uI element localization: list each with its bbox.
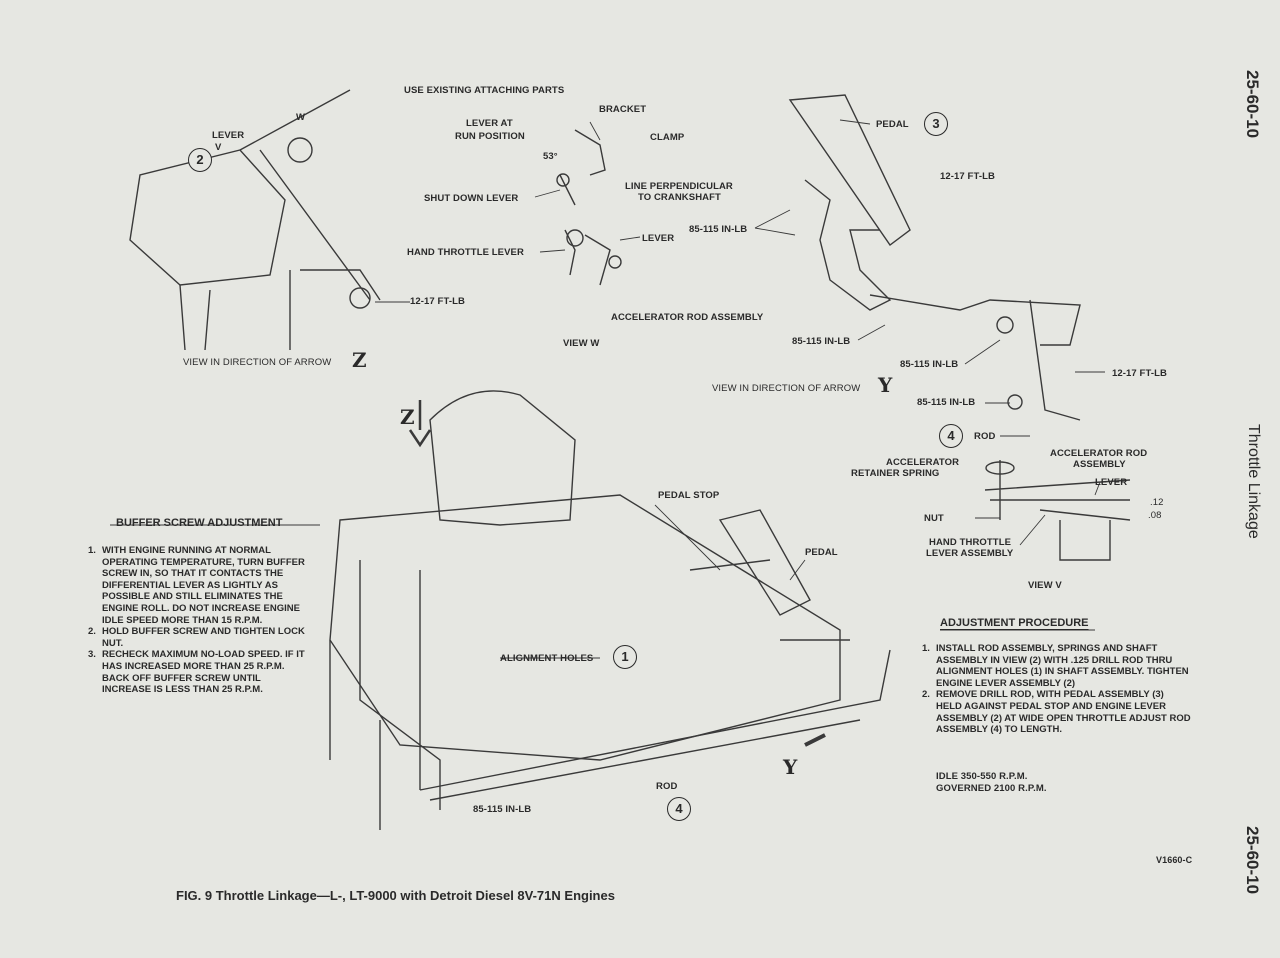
buffer-screw-heading: BUFFER SCREW ADJUSTMENT xyxy=(116,517,283,529)
adjustment-steps: 1. INSTALL ROD ASSEMBLY, SPRINGS AND SHAF… xyxy=(922,643,1192,736)
label-rod-main: ROD xyxy=(656,781,678,792)
label-v: V xyxy=(215,142,222,153)
main-view-sketch xyxy=(329,390,891,830)
callout-4-main: 4 xyxy=(667,797,691,821)
step-number: 1. xyxy=(922,643,930,654)
buffer-step: 1. WITH ENGINE RUNNING AT NORMAL OPERATIN… xyxy=(88,545,308,626)
arrow-letter-z: Z xyxy=(352,348,367,372)
callout-2: 2 xyxy=(188,148,212,172)
label-bracket: BRACKET xyxy=(599,104,647,115)
label-accelerator: ACCELERATOR xyxy=(886,457,960,468)
view-v-sketch xyxy=(984,460,1131,561)
buffer-screw-steps: 1. WITH ENGINE RUNNING AT NORMAL OPERATIN… xyxy=(88,545,308,696)
view-y-title: VIEW IN DIRECTION OF ARROW xyxy=(712,383,861,394)
label-torque-y6: 85-115 IN-LB xyxy=(917,397,976,408)
adjustment-heading: ADJUSTMENT PROCEDURE xyxy=(940,617,1089,629)
label-assembly-v: ASSEMBLY xyxy=(1073,459,1126,470)
step-number: 1. xyxy=(88,545,96,556)
arrow-letter-z-main: Z xyxy=(400,405,415,429)
label-accel-rod-v: ACCELERATOR ROD xyxy=(1050,448,1148,459)
label-accel-rod: ACCELERATOR ROD ASSEMBLY xyxy=(611,312,764,323)
label-shut-down-lever: SHUT DOWN LEVER xyxy=(424,193,519,204)
label-clamp: CLAMP xyxy=(650,132,685,143)
step-text: INSTALL ROD ASSEMBLY, SPRINGS AND SHAFT … xyxy=(936,643,1189,689)
callout-4: 4 xyxy=(939,424,963,448)
label-lever-v: LEVER xyxy=(1095,477,1128,488)
label-nut: NUT xyxy=(924,513,944,524)
buffer-step: 3. RECHECK MAXIMUM NO-LOAD SPEED. IF IT H… xyxy=(88,649,308,695)
label-hand-throttle: HAND THROTTLE LEVER xyxy=(407,247,524,258)
label-alignment-holes: ALIGNMENT HOLES xyxy=(500,653,594,664)
label-torque: 12-17 FT-LB xyxy=(410,296,465,307)
figure-code: V1660-C xyxy=(1156,855,1193,865)
leader-lines xyxy=(110,119,1105,659)
label-lever-assembly-v: LEVER ASSEMBLY xyxy=(926,548,1014,559)
view-y-sketch xyxy=(788,94,1081,421)
label-angle: 53° xyxy=(543,151,558,162)
label-pedal: PEDAL xyxy=(876,119,909,130)
label-retainer-spring: RETAINER SPRING xyxy=(851,468,940,479)
governed-speed: GOVERNED 2100 R.P.M. xyxy=(936,783,1047,794)
buffer-step: 2. HOLD BUFFER SCREW AND TIGHTEN LOCK NUT… xyxy=(88,626,308,649)
label-torque-y3: 85-115 IN-LB xyxy=(792,336,851,347)
page-number-top: 25-60-10 xyxy=(1243,70,1262,139)
label-torque-main: 85-115 IN-LB xyxy=(473,804,532,815)
section-title: Throttle Linkage xyxy=(1245,424,1262,539)
callout-3: 3 xyxy=(924,112,948,136)
page-number-bottom: 25-60-10 xyxy=(1243,826,1262,895)
step-text: WITH ENGINE RUNNING AT NORMAL OPERATING … xyxy=(102,545,305,626)
label-line-perp: LINE PERPENDICULAR xyxy=(625,181,733,192)
label-torque-y5: 12-17 FT-LB xyxy=(1112,368,1167,379)
label-rod-y: ROD xyxy=(974,431,996,442)
adjustment-step: 2. REMOVE DRILL ROD, WITH PEDAL ASSEMBLY … xyxy=(922,689,1192,735)
arrow-letter-y: Y xyxy=(878,373,893,397)
adjustment-step: 1. INSTALL ROD ASSEMBLY, SPRINGS AND SHAF… xyxy=(922,643,1192,689)
idle-speed: IDLE 350-550 R.P.M. xyxy=(936,771,1028,782)
step-number: 2. xyxy=(922,689,930,701)
view-z-title: VIEW IN DIRECTION OF ARROW xyxy=(183,357,332,368)
label-pedal-main: PEDAL xyxy=(805,547,838,558)
label-to-crankshaft: TO CRANKSHAFT xyxy=(638,192,721,203)
label-attaching-parts: USE EXISTING ATTACHING PARTS xyxy=(404,85,565,96)
view-w-sketch xyxy=(556,129,622,286)
label-torque-y2: 85-115 IN-LB xyxy=(689,224,748,235)
label-lever-at: LEVER AT xyxy=(466,118,513,129)
label-lever-w: LEVER xyxy=(642,233,675,244)
label-w: W xyxy=(296,112,306,123)
view-w-title: VIEW W xyxy=(563,338,600,349)
label-torque-y1: 12-17 FT-LB xyxy=(940,171,995,182)
label-lever: LEVER xyxy=(212,130,245,141)
label-torque-y4: 85-115 IN-LB xyxy=(900,359,959,370)
figure-caption: FIG. 9 Throttle Linkage—L-, LT-9000 with… xyxy=(176,888,615,903)
label-dim-08: .08 xyxy=(1148,510,1162,521)
view-v-title: VIEW V xyxy=(1028,580,1062,591)
step-number: 2. xyxy=(88,626,96,638)
callout-1: 1 xyxy=(613,645,637,669)
step-text: HOLD BUFFER SCREW AND TIGHTEN LOCK NUT. xyxy=(102,626,305,649)
view-z-sketch xyxy=(129,89,381,351)
arrow-letter-y-main: Y xyxy=(783,755,798,779)
label-pedal-stop: PEDAL STOP xyxy=(658,490,720,501)
label-dim-12: .12 xyxy=(1150,497,1164,508)
step-text: REMOVE DRILL ROD, WITH PEDAL ASSEMBLY (3… xyxy=(936,689,1191,736)
label-hand-throttle-v: HAND THROTTLE xyxy=(929,537,1012,548)
step-text: RECHECK MAXIMUM NO-LOAD SPEED. IF IT HAS… xyxy=(102,649,305,696)
step-number: 3. xyxy=(88,649,96,661)
label-run-position: RUN POSITION xyxy=(455,131,525,142)
